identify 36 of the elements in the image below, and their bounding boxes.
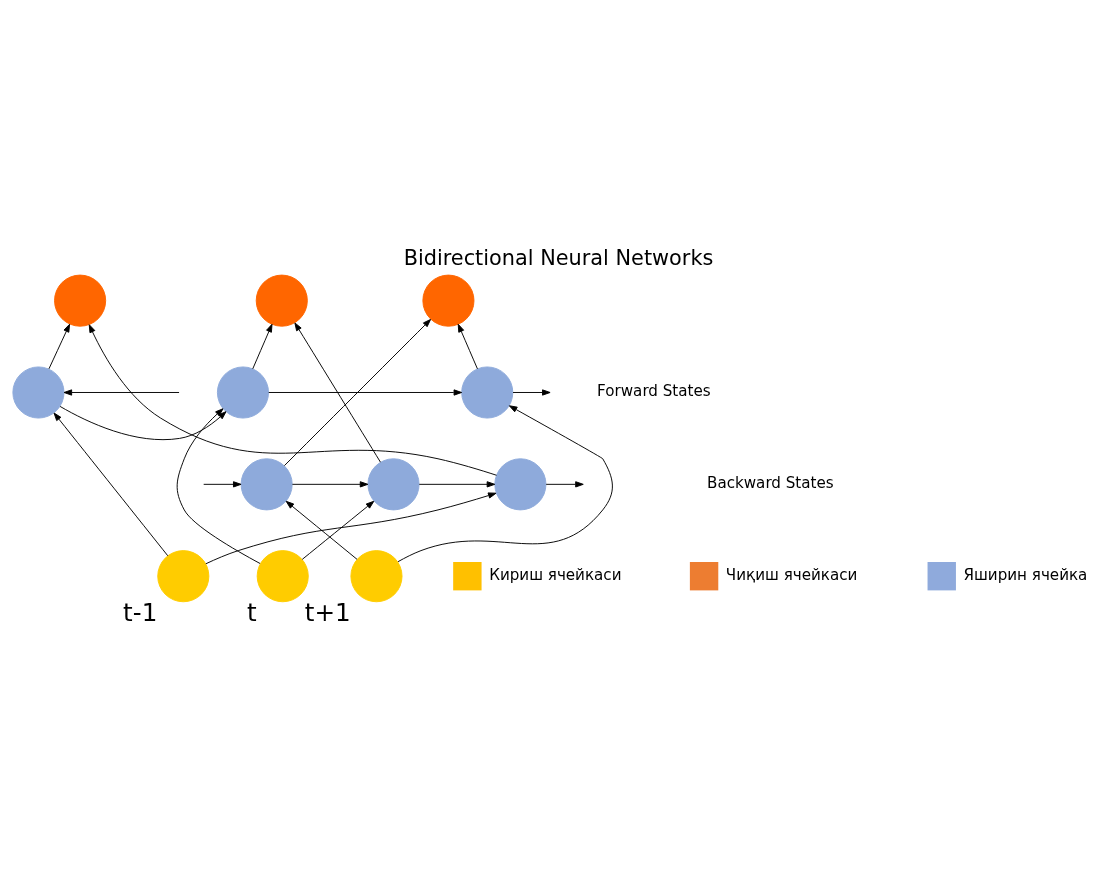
arrow: [205, 491, 497, 564]
node-circle: [350, 549, 403, 602]
node-circle: [256, 549, 309, 602]
label: Forward States: [597, 381, 711, 400]
arrow: [294, 321, 381, 463]
arrow: [283, 318, 432, 466]
arrow: [457, 323, 478, 369]
arrow: [59, 405, 227, 440]
label: Backward States: [707, 473, 834, 492]
node-circle: [461, 365, 514, 419]
arrow: [176, 407, 261, 564]
arrow: [512, 388, 551, 396]
arrow: [63, 388, 180, 396]
arrow: [53, 412, 169, 556]
node-label: t+1: [304, 597, 351, 627]
node-label: t-1: [123, 597, 158, 627]
arrow: [268, 388, 463, 396]
arrow: [203, 480, 242, 487]
arrow: [545, 480, 584, 487]
node-circle: [54, 274, 107, 327]
arrow: [301, 500, 375, 560]
diagram-title: Bidirectional Neural Networks: [403, 245, 714, 270]
arrow: [397, 404, 613, 562]
legend-label: Яширин ячейка: [963, 565, 1088, 584]
legend-label: Кириш ячейкаси: [489, 565, 622, 584]
node-label: t: [247, 597, 257, 627]
arrow: [418, 480, 496, 487]
arrow: [252, 323, 273, 369]
arrow: [88, 323, 497, 476]
arrow: [285, 500, 358, 560]
legend-label: Чиқиш ячейкаси: [725, 565, 858, 584]
arrow: [291, 480, 369, 487]
node-circle: [157, 549, 210, 602]
node-circle: [494, 457, 547, 510]
arrow: [48, 323, 71, 369]
node-circle: [255, 274, 308, 327]
